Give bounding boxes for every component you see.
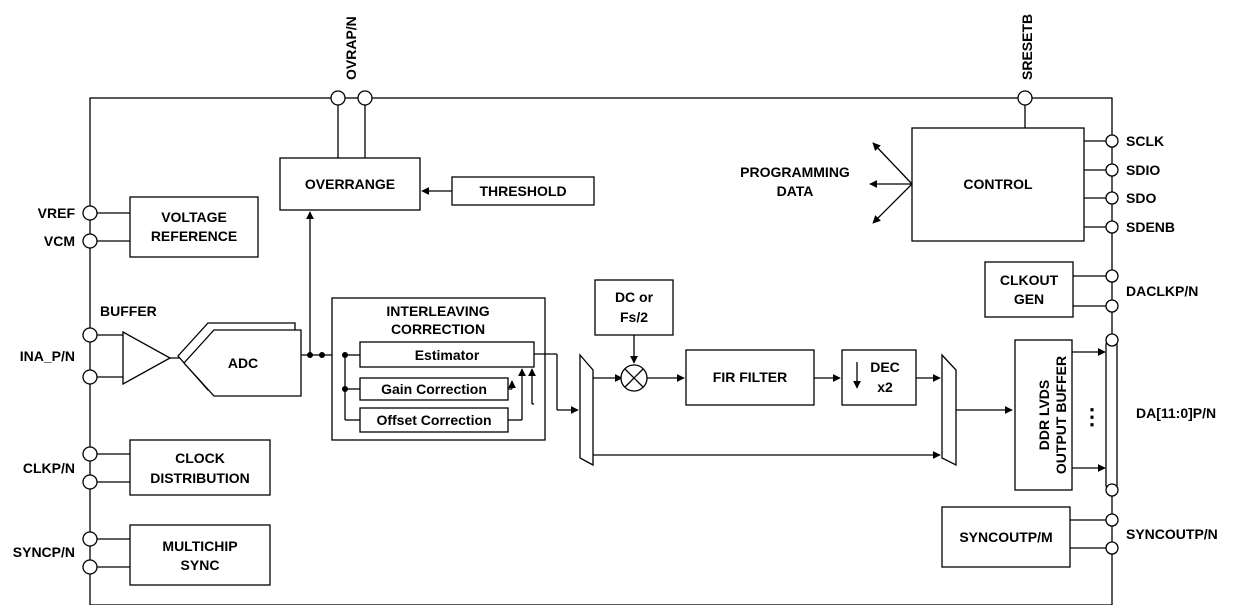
clock-dist-line2: DISTRIBUTION: [150, 470, 250, 486]
control-pins: [1084, 134, 1119, 234]
threshold-label: THRESHOLD: [479, 183, 566, 199]
sdio-label: SDIO: [1126, 162, 1160, 178]
multichip-line2: SYNC: [181, 557, 220, 573]
programming-line1: PROGRAMMING: [740, 164, 850, 180]
adc-block: [183, 329, 302, 397]
fir-filter-label: FIR FILTER: [713, 369, 787, 385]
syncoutpm-label: SYNCOUTP/M: [959, 529, 1052, 545]
data-output-pin-top: [1105, 333, 1119, 347]
estimator-block: [359, 341, 535, 368]
ina-label: INA_P/N: [20, 348, 75, 364]
dec-line2: x2: [877, 379, 893, 395]
ina-p-pin: [82, 327, 98, 343]
buffer-triangle: [122, 330, 172, 386]
sync-p-pin: [82, 531, 98, 547]
daclk-label: DACLKP/N: [1126, 283, 1198, 299]
ovrap-label: OVRAP/N: [343, 16, 359, 80]
clkout-line2: GEN: [1014, 291, 1044, 307]
threshold-block: [451, 176, 595, 206]
daclk-n-pin: [1105, 299, 1119, 313]
mixer-symbol: [620, 364, 648, 392]
programming-line2: DATA: [777, 183, 814, 199]
estimator-label: Estimator: [415, 347, 480, 363]
sclk-label: SCLK: [1126, 133, 1164, 149]
sresetb-label: SRESETB: [1019, 14, 1035, 80]
overrange-label: OVERRANGE: [305, 176, 395, 192]
nco-line2: Fs/2: [620, 309, 648, 325]
clk-label: CLKP/N: [23, 460, 75, 476]
nco-line1: DC or: [615, 289, 654, 305]
ina-n-pin: [82, 369, 98, 385]
multichip-line1: MULTICHIP: [162, 538, 237, 554]
bus-ellipsis: ⋮: [1081, 404, 1103, 429]
output-mux: [941, 353, 957, 467]
dec-line1: DEC: [870, 359, 900, 375]
nco-block: [594, 279, 674, 336]
overrange-block: [279, 157, 421, 211]
adc-label: ADC: [228, 355, 258, 371]
voltage-ref-line1: VOLTAGE: [161, 209, 227, 225]
clkout-gen-block: [984, 261, 1074, 318]
syncout-label: SYNCOUTP/N: [1126, 526, 1218, 542]
syncout-block: [941, 506, 1071, 568]
voltage-ref-line2: REFERENCE: [151, 228, 237, 244]
data-output-bus: [1105, 339, 1118, 491]
sync-label: SYNCP/N: [13, 544, 75, 560]
lvds-line1: DDR LVDS: [1036, 380, 1052, 451]
vcm-pin: [82, 233, 98, 249]
data-output-pin-bottom: [1105, 483, 1119, 497]
interleaving-line2: CORRECTION: [391, 321, 485, 337]
lvds-line2: OUTPUT BUFFER: [1053, 356, 1069, 474]
lvds-output-buffer-block: [1014, 339, 1073, 491]
vref-label: VREF: [38, 205, 76, 221]
gain-correction-label: Gain Correction: [381, 381, 487, 397]
decimation-block: [841, 349, 917, 406]
ovrap-pin: OVRAP/N: [330, 16, 373, 158]
vcm-label: VCM: [44, 233, 75, 249]
voltage-reference-block: [129, 196, 259, 258]
multichip-sync-block: [129, 524, 271, 586]
sdo-label: SDO: [1126, 190, 1156, 206]
data-output-label: DA[11:0]P/N: [1136, 405, 1216, 421]
sdenb-label: SDENB: [1126, 219, 1175, 235]
junction-dot: [319, 352, 325, 358]
clock-distribution-block: [129, 439, 271, 496]
interleaving-line1: INTERLEAVING: [386, 303, 489, 319]
buffer-label: BUFFER: [100, 303, 157, 319]
fir-filter-block: [685, 349, 815, 406]
clk-n-pin: [82, 474, 98, 490]
clock-dist-line1: CLOCK: [175, 450, 225, 466]
daclk-p-pin: [1105, 269, 1119, 283]
syncout-n-pin: [1105, 541, 1119, 555]
control-block: [911, 127, 1085, 242]
sync-n-pin: [82, 559, 98, 575]
input-mux: [579, 353, 594, 467]
clk-p-pin: [82, 446, 98, 462]
sresetb-pin: SRESETB: [1017, 14, 1035, 128]
clkout-line1: CLKOUT: [1000, 272, 1059, 288]
control-label: CONTROL: [963, 176, 1033, 192]
vref-pin: [82, 205, 98, 221]
syncout-p-pin: [1105, 513, 1119, 527]
junction-dot: [342, 386, 348, 392]
offset-correction-label: Offset Correction: [376, 412, 491, 428]
